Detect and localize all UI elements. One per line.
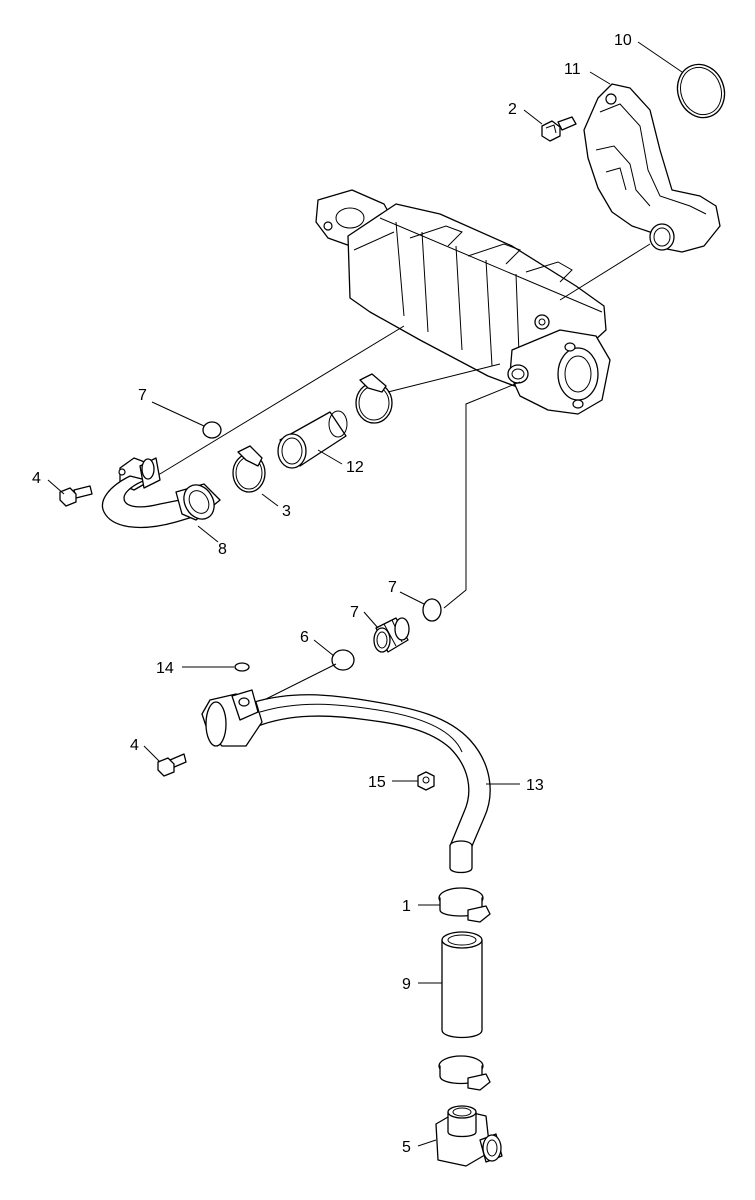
part-2-bolt <box>541 116 577 142</box>
callout-5: 5 <box>402 1139 411 1156</box>
callout-1: 1 <box>402 898 411 915</box>
part-12-hose <box>277 410 348 469</box>
callout-4-upper: 4 <box>32 470 41 487</box>
egr-cooler <box>315 189 611 415</box>
part-1-hose-clamp <box>438 887 491 923</box>
part-1-hose-clamp-lower <box>438 1055 491 1091</box>
projection-line-upper-pipe <box>149 325 405 481</box>
callout-13: 13 <box>526 777 544 794</box>
part-6-hose <box>441 931 483 1039</box>
callout-labels: 10 11 2 7 4 3 12 8 7 7 6 14 4 15 13 1 9 … <box>32 32 632 1156</box>
part-7-o-ring-lower <box>331 649 355 671</box>
part-3-hose-clamp-right <box>355 373 393 424</box>
projection-line-lower-pipe <box>255 663 337 705</box>
callout-3: 3 <box>282 503 291 520</box>
part-7-o-ring-upper <box>202 421 222 439</box>
part-10-large-o-ring <box>676 63 726 119</box>
callout-2: 2 <box>508 101 517 118</box>
part-4-bolt-lower <box>157 753 187 777</box>
callout-leaders <box>47 41 683 1147</box>
part-5-connector <box>435 1105 503 1167</box>
part-11-mounting-bracket <box>583 83 721 253</box>
callout-12: 12 <box>346 459 364 476</box>
part-4-bolt-upper <box>59 485 93 507</box>
part-14-small-o-ring <box>234 662 250 672</box>
callout-8: 7 <box>350 604 359 621</box>
part-7-o-ring-middle <box>422 598 442 622</box>
callout-14: 14 <box>156 660 174 677</box>
callout-9: 8 <box>218 541 227 558</box>
callout-4-lower: 4 <box>130 737 139 754</box>
projection-line-to-lower-pipe <box>443 381 521 609</box>
callout-7-lower: 6 <box>300 629 309 646</box>
callout-11: 11 <box>564 61 581 78</box>
part-3-hose-clamp <box>232 445 266 493</box>
callout-15: 15 <box>368 774 386 791</box>
part-15-nut <box>417 771 435 791</box>
callout-7-upper: 7 <box>138 387 147 404</box>
projection-line-bracket <box>559 243 651 301</box>
part-9-upper-pipe <box>101 457 221 529</box>
projection-line-clamp <box>387 363 501 393</box>
part-8-sleeve <box>373 617 410 653</box>
callout-10: 10 <box>614 32 632 49</box>
part-13-lower-pipe <box>201 689 491 874</box>
callout-6: 9 <box>402 976 411 993</box>
callout-7-middle: 7 <box>388 579 397 596</box>
